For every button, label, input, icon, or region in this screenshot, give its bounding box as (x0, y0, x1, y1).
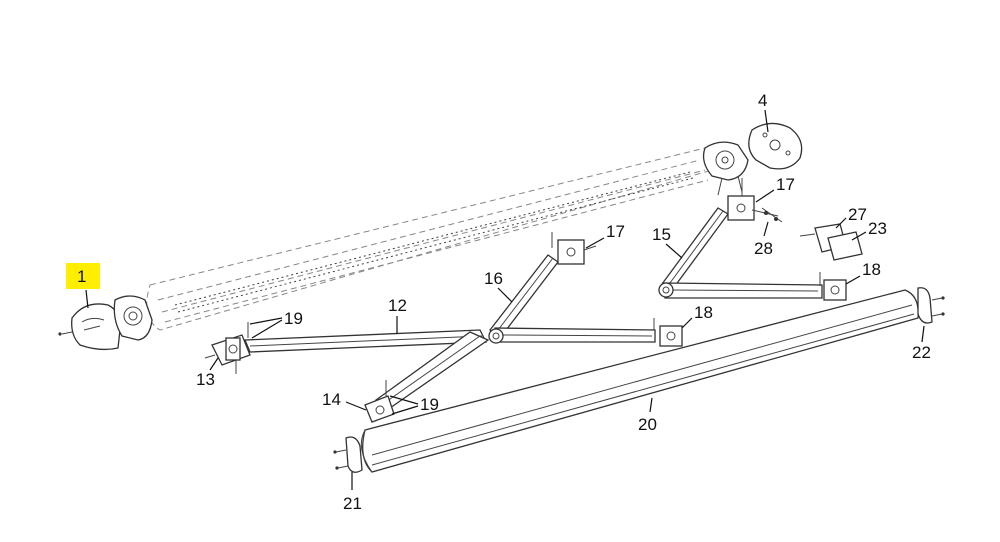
callout-15: 15 (652, 225, 671, 244)
callout-23: 23 (868, 219, 887, 238)
callout-27: 27 (848, 205, 867, 224)
left-bracket (113, 295, 153, 341)
callout-19-upper: 19 (284, 309, 303, 328)
callout-14: 14 (322, 390, 341, 409)
callout-1: 1 (77, 267, 86, 286)
front-lead-rail (360, 289, 919, 473)
right-end-plate (748, 122, 803, 170)
roller-tube (146, 147, 715, 331)
left-end-cap (58, 303, 121, 351)
right-arm-assembly (658, 178, 863, 301)
callout-22: 22 (912, 343, 931, 362)
rail-end-cap-left (333, 436, 363, 473)
callout-20: 20 (638, 415, 657, 434)
callout-28: 28 (754, 239, 773, 258)
callout-4: 4 (758, 91, 767, 110)
left-arm-assembly (204, 322, 490, 423)
rail-end-cap-right (917, 287, 945, 324)
callout-19-lower: 19 (420, 395, 439, 414)
callout-1-highlight (66, 263, 100, 289)
callout-16: 16 (484, 269, 503, 288)
callout-18-middle: 18 (694, 303, 713, 322)
middle-arm-assembly (488, 232, 683, 347)
callout-12: 12 (388, 296, 407, 315)
callout-21: 21 (343, 494, 362, 513)
callout-18-right: 18 (862, 260, 881, 279)
callout-17-right: 17 (776, 175, 795, 194)
callout-13: 13 (196, 370, 215, 389)
callout-17-middle: 17 (606, 222, 625, 241)
right-spring-assembly (702, 141, 749, 196)
